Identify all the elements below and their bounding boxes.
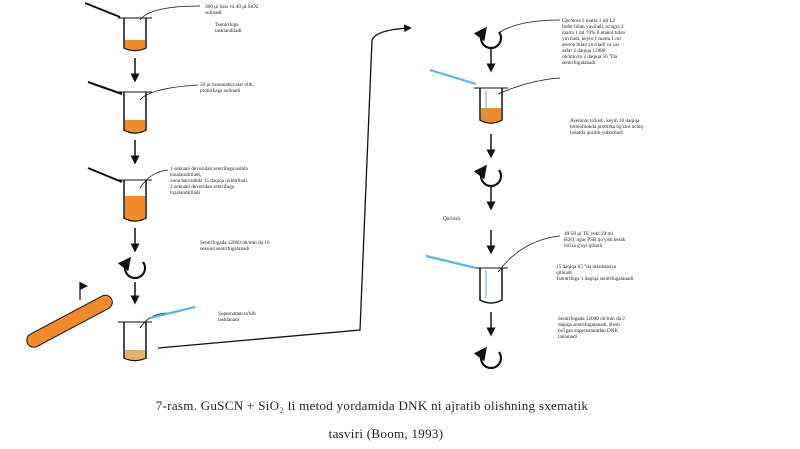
connector-left-to-right — [157, 24, 412, 349]
step1-text: 300 μl lizis va 40 μl SiO2 solinadi Tsen… — [205, 4, 260, 34]
flag-icon — [79, 282, 88, 300]
figure-caption-line2: tasviri (Boom, 1993) — [328, 426, 444, 441]
pipette-r5-icon — [425, 254, 477, 270]
tube-step1 — [118, 17, 152, 52]
pointer-line-step3 — [139, 169, 169, 189]
pointer-line-step5 — [139, 312, 173, 329]
centrifuge-r1-icon — [473, 26, 503, 50]
tube-step5 — [118, 321, 152, 362]
step5-text: Supernatant to'kib tashlanadi — [218, 311, 257, 323]
pipette-step3-icon — [87, 167, 123, 183]
r-step1-text: Cho'kma 1 marta 1 ml L2 bufer bilan yuvi… — [562, 18, 626, 66]
step2-text: 50 μl Ionomatsiyalar olib, probirkaga so… — [200, 82, 255, 94]
discard-tube-icon — [26, 294, 113, 348]
pointer-line-step1 — [139, 5, 201, 21]
tube-step3 — [118, 179, 152, 222]
pointer-line-step2 — [139, 84, 199, 101]
pipette-r2-icon — [429, 68, 477, 86]
figure-caption-line1: 7-rasm. GuSCN + SiO₂ li metod yordamida … — [155, 398, 589, 413]
r-step3-text: 40-50 μl TE yoki 20 ml H2O, ogar PSR qo'… — [564, 231, 627, 249]
tube-step2 — [118, 91, 152, 134]
pipette-step1-icon — [84, 2, 121, 18]
pointer-line-r5 — [497, 235, 561, 273]
centrifuge-step4-icon — [117, 256, 147, 280]
pointer-line-r1 — [499, 19, 561, 33]
pipette-step2-icon — [87, 81, 123, 95]
r-step5-text: Sentrifugada 12000 ob/min da 2 daqiqa se… — [558, 315, 626, 340]
centrifuge-r3-icon — [473, 164, 503, 188]
tube-r2 — [474, 87, 508, 124]
tube-r5 — [474, 267, 508, 304]
r-step4-text: 15 daqiqa 65 °da inkubatsiya qilinadi Ts… — [556, 263, 634, 282]
step4-text: Sentrifugada 12000 ob/min da 10 sekund s… — [200, 239, 271, 252]
r-step2-text: Asetonni to'kish, keyin 10 daqiqa termob… — [570, 118, 644, 136]
centrifuge-r6-icon — [473, 346, 503, 370]
pipette-step5-icon — [149, 305, 196, 320]
drying-label: Quritish — [443, 216, 460, 222]
pointer-line-r2 — [497, 77, 561, 95]
step3-text: 1 soknani devoridan sentrifuga ustida to… — [170, 165, 250, 196]
